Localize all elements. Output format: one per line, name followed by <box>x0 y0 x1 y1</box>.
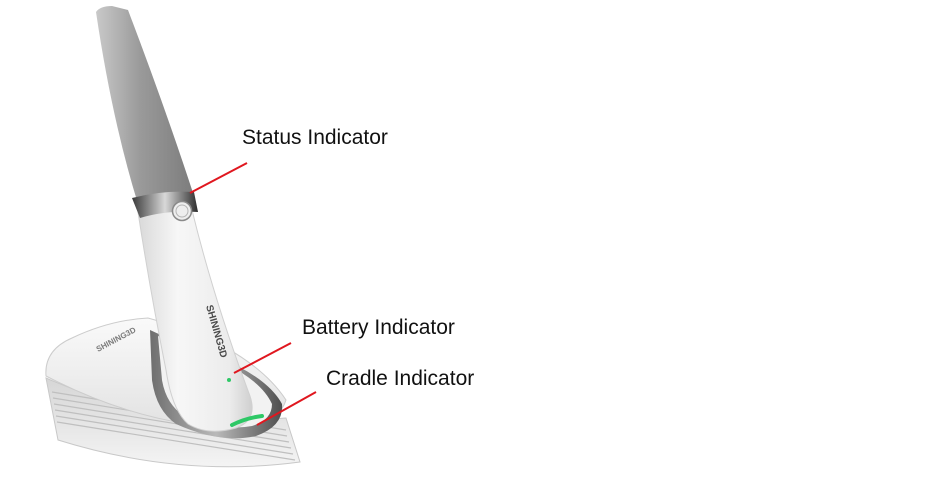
status-callout-line <box>189 162 248 194</box>
battery-indicator-light <box>227 378 231 382</box>
cradle-indicator-label: Cradle Indicator <box>326 367 475 390</box>
battery-callout-line <box>233 342 292 374</box>
status-button[interactable] <box>171 200 193 222</box>
status-indicator-label: Status Indicator <box>242 126 388 149</box>
cradle-indicator-light <box>230 414 264 427</box>
battery-indicator-label: Battery Indicator <box>302 316 455 339</box>
callout-lines <box>189 162 317 426</box>
cradle-callout-line <box>256 391 317 426</box>
